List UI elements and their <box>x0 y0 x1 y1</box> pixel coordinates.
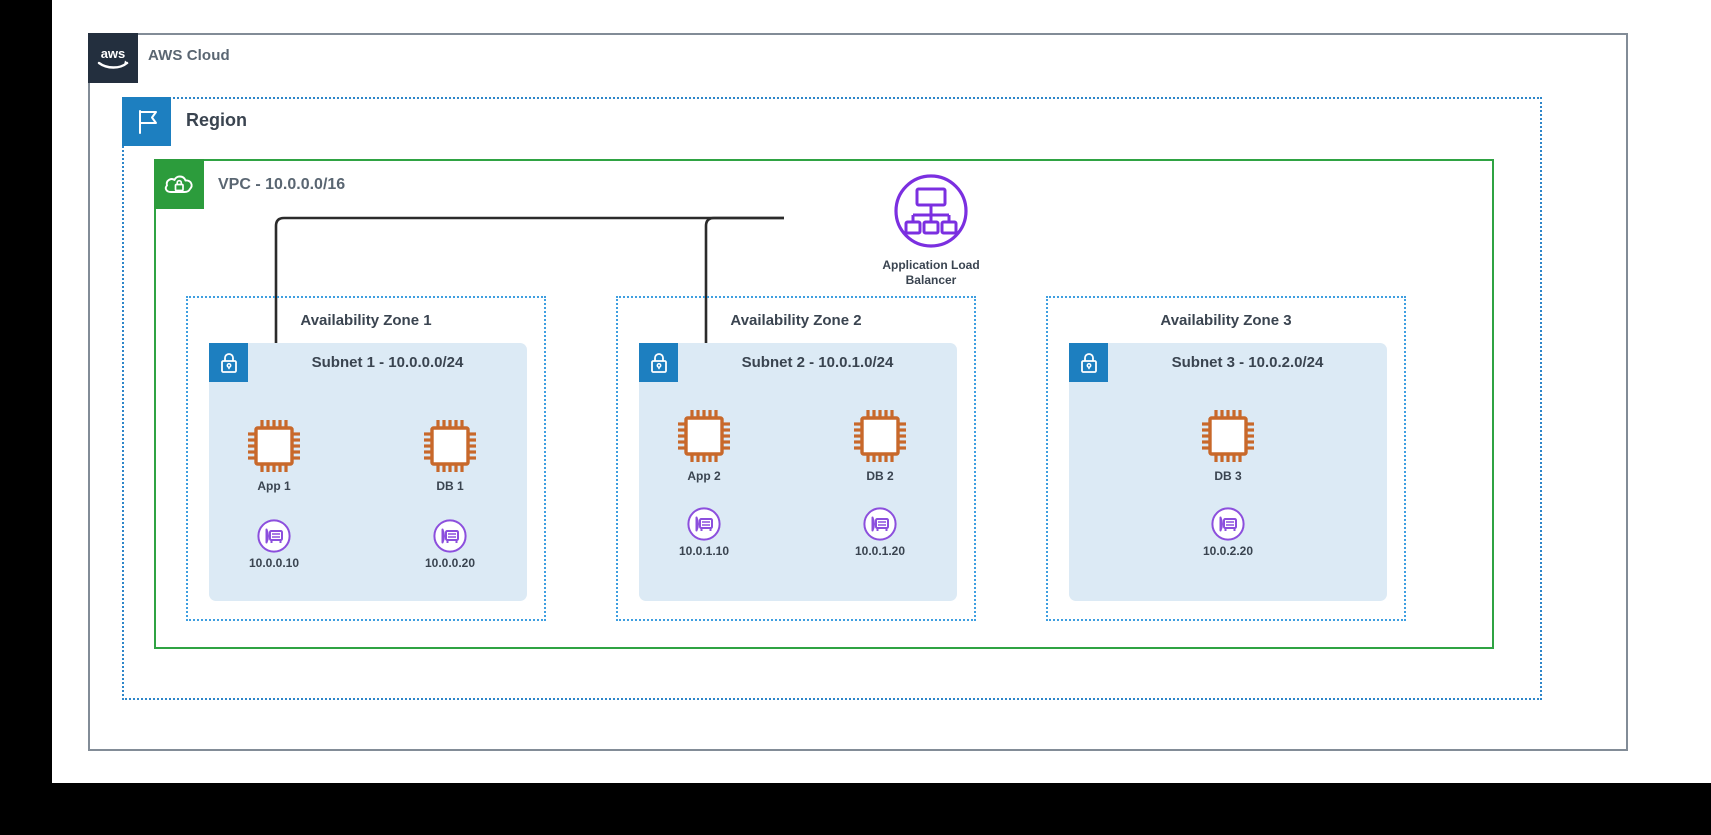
availability-zone-1: Availability Zone 1 Subnet 1 - 1 <box>186 296 546 621</box>
alb-label-line-2: Balancer <box>905 273 957 287</box>
ec2-instance-icon <box>424 420 476 472</box>
svg-text:aws: aws <box>101 46 126 61</box>
region-boundary: Region VPC - 10.0.0.0/16 <box>122 97 1542 700</box>
subnet-lock-icon <box>209 343 248 382</box>
instance-db-3[interactable]: DB 3 <box>1173 405 1283 483</box>
ec2-instance-icon <box>854 410 906 462</box>
diagram-canvas: aws AWS Cloud Region <box>52 0 1711 783</box>
region-flag-icon <box>122 97 171 146</box>
network-interface-10-0-1-20[interactable]: 10.0.1.20 <box>825 506 935 558</box>
instance-db-1-label: DB 1 <box>436 479 464 493</box>
application-load-balancer-icon <box>894 174 968 248</box>
network-interface-10-0-2-20[interactable]: 10.0.2.20 <box>1173 506 1283 558</box>
ec2-instance-icon <box>1202 410 1254 462</box>
instance-app-2[interactable]: App 2 <box>649 405 759 483</box>
network-interface-10-0-0-10-label: 10.0.0.10 <box>248 556 300 570</box>
instance-db-2[interactable]: DB 2 <box>825 405 935 483</box>
instance-db-2-label: DB 2 <box>866 469 894 483</box>
subnet-1-title: Subnet 1 - 10.0.0.0/24 <box>311 354 464 371</box>
network-interface-10-0-0-10[interactable]: 10.0.0.10 <box>219 518 329 570</box>
network-interface-icon <box>1211 507 1245 541</box>
network-interface-10-0-1-10[interactable]: 10.0.1.10 <box>649 506 759 558</box>
subnet-3: Subnet 3 - 10.0.2.0/24 <box>1069 343 1387 601</box>
subnet-lock-icon <box>639 343 678 382</box>
network-interface-10-0-1-20-label: 10.0.1.20 <box>854 544 906 558</box>
aws-cloud-title: AWS Cloud <box>148 47 230 64</box>
availability-zone-2-title: Availability Zone 2 <box>730 312 862 329</box>
instance-app-2-label: App 2 <box>687 469 721 483</box>
application-load-balancer-node[interactable]: Application Load Balancer <box>856 173 1006 288</box>
subnet-2-title: Subnet 2 - 10.0.1.0/24 <box>741 354 894 371</box>
network-interface-icon <box>863 507 897 541</box>
subnet-2: Subnet 2 - 10.0.1.0/24 <box>639 343 957 601</box>
instance-app-1-label: App 1 <box>257 479 291 493</box>
alb-label-line-1: Application Load <box>882 258 980 272</box>
aws-cloud-boundary: aws AWS Cloud Region <box>88 33 1628 751</box>
network-interface-10-0-0-20[interactable]: 10.0.0.20 <box>395 518 505 570</box>
subnet-3-title: Subnet 3 - 10.0.2.0/24 <box>1171 354 1324 371</box>
network-interface-icon <box>257 519 291 553</box>
instance-db-1[interactable]: DB 1 <box>395 415 505 493</box>
network-interface-icon <box>433 519 467 553</box>
instance-app-1[interactable]: App 1 <box>219 415 329 493</box>
network-interface-10-0-2-20-label: 10.0.2.20 <box>1202 544 1254 558</box>
instance-db-3-label: DB 3 <box>1214 469 1242 483</box>
ec2-instance-icon <box>678 410 730 462</box>
availability-zone-3-title: Availability Zone 3 <box>1160 312 1292 329</box>
aws-logo-icon: aws <box>88 33 138 83</box>
subnet-1: Subnet 1 - 10.0.0.0/24 <box>209 343 527 601</box>
vpc-boundary: VPC - 10.0.0.0/16 <box>154 159 1494 649</box>
vpc-cloud-lock-icon <box>154 159 204 209</box>
availability-zone-1-title: Availability Zone 1 <box>300 312 432 329</box>
network-interface-10-0-1-10-label: 10.0.1.10 <box>678 544 730 558</box>
availability-zone-3: Availability Zone 3 Subnet 3 - 1 <box>1046 296 1406 621</box>
network-interface-icon <box>687 507 721 541</box>
ec2-instance-icon <box>248 420 300 472</box>
subnet-lock-icon <box>1069 343 1108 382</box>
network-interface-10-0-0-20-label: 10.0.0.20 <box>424 556 476 570</box>
vpc-title: VPC - 10.0.0.0/16 <box>218 176 346 193</box>
region-title: Region <box>186 110 247 130</box>
application-load-balancer-label: Application Load Balancer <box>856 258 1006 288</box>
availability-zone-2: Availability Zone 2 Subnet 2 - 1 <box>616 296 976 621</box>
